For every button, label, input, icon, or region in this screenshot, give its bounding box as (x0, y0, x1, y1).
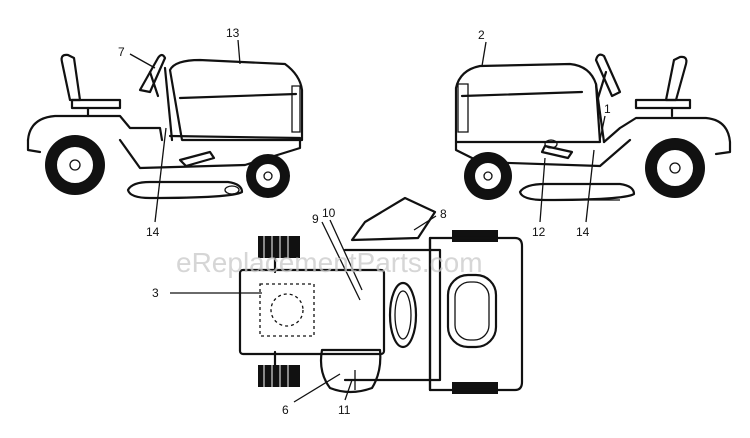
callout-14-left: 14 (146, 225, 160, 239)
callout-1: 1 (604, 102, 611, 116)
callout-6: 6 (282, 403, 289, 417)
callout-12: 12 (532, 225, 546, 239)
callout-10: 10 (322, 206, 336, 220)
callout-9: 9 (312, 212, 319, 226)
callout-numbers: 7 13 2 1 14 12 14 10 9 8 3 6 11 (118, 26, 611, 417)
tractor-left-side-view (26, 53, 304, 200)
callout-13: 13 (226, 26, 240, 40)
callout-3: 3 (152, 286, 159, 300)
watermark: eReplacementParts.com (176, 247, 483, 278)
tractor-right-side-view (454, 53, 732, 202)
leader-lines (129, 39, 606, 403)
callout-11: 11 (338, 403, 351, 417)
callout-2: 2 (478, 28, 485, 42)
callout-7: 7 (118, 45, 125, 59)
callout-8: 8 (440, 207, 447, 221)
tractor-top-view (238, 196, 524, 394)
callout-14-right: 14 (576, 225, 590, 239)
